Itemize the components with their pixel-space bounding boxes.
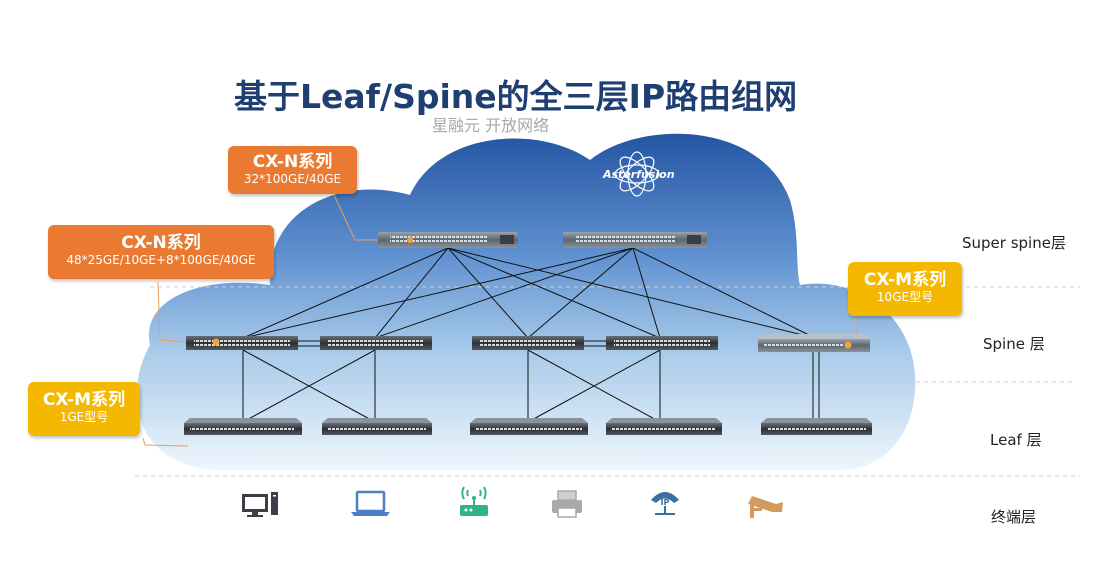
layer-separators [135,286,1080,477]
tag-leaf-cx-m: CX-M系列 1GE型号 [28,382,140,436]
spine-switch-1 [186,336,298,350]
layer-label-terminal: 终端层 [991,508,1037,526]
tag-spec: 48*25GE/10GE+8*100GE/40GE [66,253,256,267]
desktop-computer-icon [242,492,278,517]
tag-spine-cx-n: CX-N系列 48*25GE/10GE+8*100GE/40GE [48,225,274,279]
leaf-switch-3 [470,418,588,435]
spine-switch-2 [320,336,432,350]
leaf-switch-5 [761,418,872,435]
leaf-switch-1 [184,418,302,435]
printer-icon [552,490,582,518]
page-title: 基于Leaf/Spine的全三层IP路由组网 [234,77,798,116]
wireless-router-icon [460,486,488,516]
spine-switch-5 [758,334,870,352]
spine-peer-links [298,340,606,347]
ip-phone-icon: IP [651,492,679,515]
layer-label-spine: Spine 层 [983,335,1045,353]
tag-spec: 1GE型号 [59,410,109,424]
spine-switch-4 [606,336,718,350]
laptop-icon [351,490,390,516]
layer-label-super-spine: Super spine层 [962,234,1066,252]
spine-leaf-links [242,349,820,423]
super-spine-links [242,247,816,339]
super-spine-switch-1 [378,232,518,248]
tag-spec: 10GE型号 [876,290,934,304]
tag-series: CX-M系列 [863,270,947,290]
brand-name: Asterfusion [603,168,675,181]
layer-label-leaf: Leaf 层 [990,431,1042,449]
tag-spine-cx-m: CX-M系列 10GE型号 [848,262,962,316]
tag-spec: 32*100GE/40GE [243,172,342,186]
spine-switch-3 [472,336,584,350]
leaf-switch-4 [606,418,722,435]
super-spine-switch-2 [563,232,707,248]
tag-series: CX-N系列 [121,233,201,253]
tag-super-spine: CX-N系列 32*100GE/40GE [228,146,357,194]
security-camera-icon [748,496,783,518]
asterfusion-logo [614,151,660,197]
tag-series: CX-N系列 [252,152,333,172]
network-cloud [136,133,916,470]
tag-series: CX-M系列 [42,390,126,410]
page-subtitle: 星融元 开放网络 [432,116,550,135]
leaf-switch-2 [322,418,432,435]
svg-text:IP: IP [661,498,670,507]
